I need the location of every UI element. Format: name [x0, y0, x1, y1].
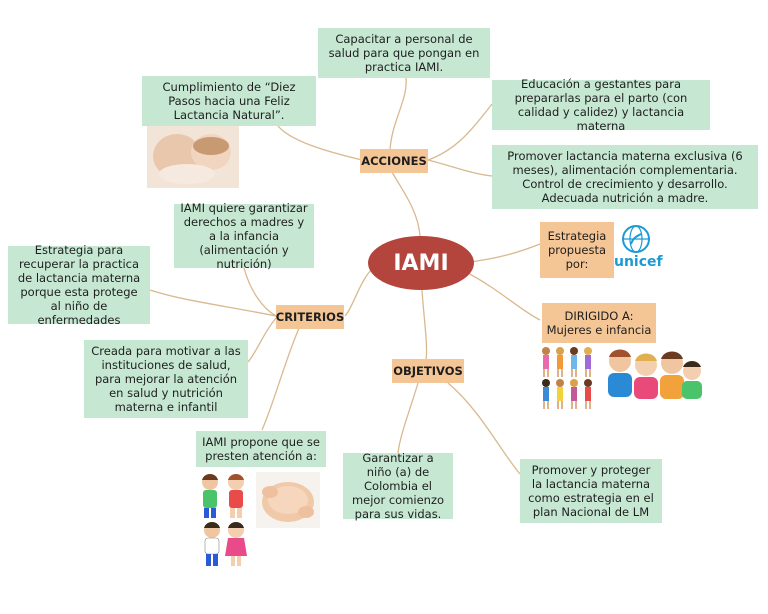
pregnant-belly-photo	[256, 472, 320, 528]
unicef-globe-icon	[622, 225, 650, 253]
node-propone-atencion: IAMI propone que se presten atención a:	[196, 431, 326, 467]
node-educacion: Educación a gestantes para prepararlas p…	[492, 77, 710, 133]
branch-estrategia: Estrategia propuesta por:	[540, 222, 614, 278]
branch-acciones: ACCIONES	[360, 149, 428, 173]
branch-objetivos: OBJETIVOS	[392, 359, 464, 383]
women-children-illustration	[542, 347, 702, 409]
node-promover-proteger: Promover y proteger la lactancia materna…	[520, 459, 662, 523]
mother-baby-photo	[147, 126, 239, 188]
children-illustration	[202, 474, 247, 566]
node-capacitar: Capacitar a personal de salud para que p…	[318, 28, 490, 78]
node-diez-pasos: Cumplimiento de “Diez Pasos hacia una Fe…	[142, 76, 316, 126]
node-garantizar-derechos: IAMI quiere garantizar derechos a madres…	[174, 201, 314, 271]
center-node-iami: IAMI	[368, 236, 474, 290]
unicef-logo-text: unicef	[614, 254, 663, 270]
node-estrategia-recuperar: Estrategia para recuperar la practica de…	[8, 243, 150, 327]
node-promover-lactancia: Promover lactancia materna exclusiva (6 …	[492, 145, 758, 209]
node-creada-motivar: Creada para motivar a las instituciones …	[84, 340, 248, 418]
unicef-logo: unicef	[614, 224, 663, 276]
branch-dirigido: DIRIGIDO A: Mujeres e infancia	[542, 303, 656, 343]
node-garantizar-nino: Garantizar a niño (a) de Colombia el mej…	[343, 451, 453, 521]
branch-criterios: CRITERIOS	[276, 305, 344, 329]
